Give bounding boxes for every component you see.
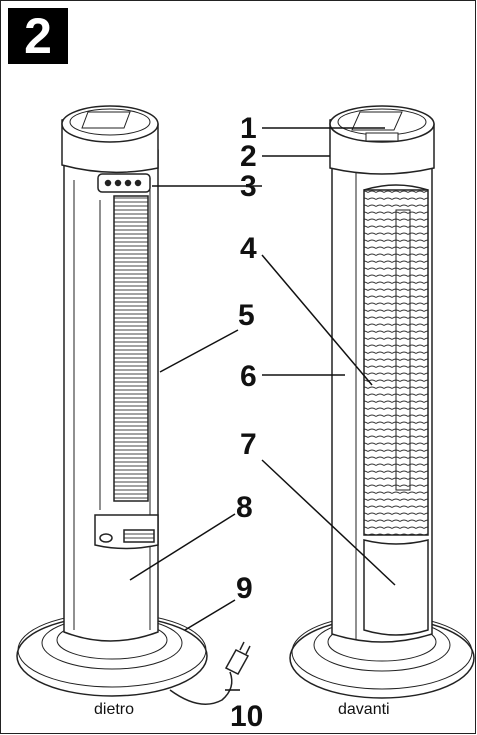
leader-4 <box>261 254 373 386</box>
leader-9 <box>184 599 236 631</box>
callout-9: 9 <box>236 572 253 605</box>
power-plug <box>224 649 250 675</box>
leader-lines <box>129 127 396 691</box>
callout-5: 5 <box>238 299 255 332</box>
leader-5 <box>159 329 239 373</box>
caption-front: davanti <box>338 701 390 718</box>
callout-8: 8 <box>236 491 253 524</box>
callout-2: 2 <box>240 140 257 173</box>
callout-6: 6 <box>240 360 257 393</box>
callout-4: 4 <box>240 232 257 265</box>
front-fan-control-panel <box>351 111 403 131</box>
callout-10: 10 <box>230 700 263 733</box>
back-fan-control-panel <box>97 173 151 193</box>
figure-number-badge: 2 <box>8 8 68 64</box>
callout-3: 3 <box>240 170 257 203</box>
back-fan <box>16 105 208 697</box>
callout-1: 1 <box>240 112 257 145</box>
back-fan-top <box>61 105 159 143</box>
leader-8 <box>129 513 236 581</box>
callout-7: 7 <box>240 428 257 461</box>
leader-7 <box>261 459 396 586</box>
back-fan-grill <box>113 195 149 502</box>
power-cord <box>169 641 251 705</box>
front-fan <box>289 105 475 699</box>
caption-back: dietro <box>94 701 134 718</box>
